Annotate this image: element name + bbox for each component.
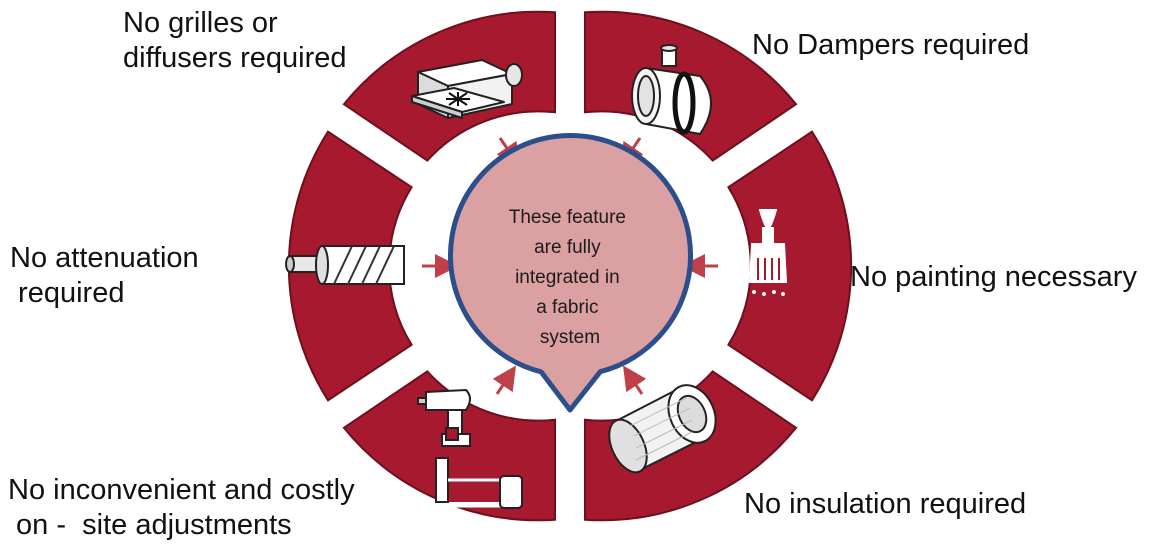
label-grilles: No grilles or diffusers required xyxy=(123,7,347,74)
arrows xyxy=(422,137,718,395)
center-line: are fully xyxy=(534,237,601,258)
paint-brush-icon xyxy=(748,209,788,296)
segment-painting xyxy=(727,130,853,402)
center-line: integrated in xyxy=(515,267,620,288)
label-insulation: No insulation required xyxy=(744,488,1027,520)
center-bubble xyxy=(448,133,693,413)
damper-icon xyxy=(631,44,712,136)
label-attenuation: No attenuation required xyxy=(10,242,199,309)
center-line: a fabric xyxy=(536,297,598,318)
attenuator-icon xyxy=(285,245,405,285)
insulated-duct-icon xyxy=(608,384,717,474)
label-dampers: No Dampers required xyxy=(752,29,1030,61)
label-adjustments: No inconvenient and costly on - site adj… xyxy=(8,474,355,541)
arrow-insulation xyxy=(623,365,647,395)
center-text: These feature are fully integrated in a … xyxy=(509,207,632,348)
drill-and-saw-icon xyxy=(417,388,523,509)
center-line: system xyxy=(540,327,600,348)
diffuser-icon xyxy=(411,59,523,119)
label-painting: No painting necessary xyxy=(850,261,1137,293)
center-line: These feature xyxy=(509,207,626,228)
arrow-adjustments xyxy=(492,365,516,395)
